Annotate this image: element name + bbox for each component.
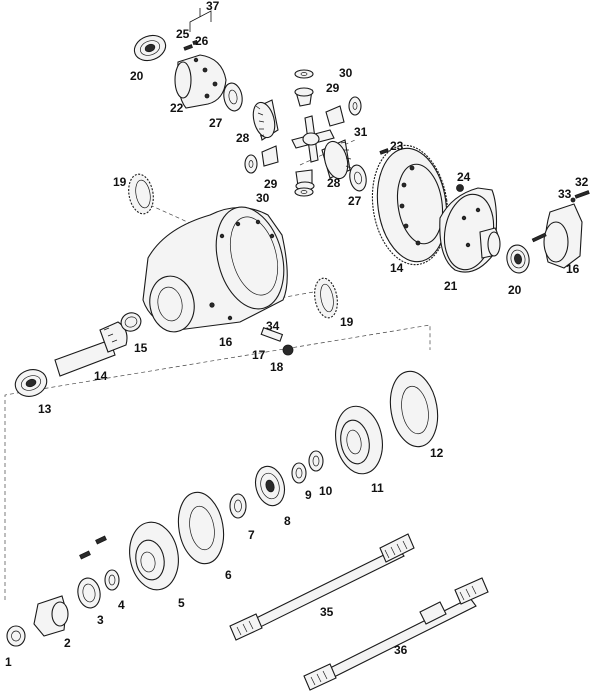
pinion-gear-part-29-top [294,87,314,107]
callout-30-bottom: 30 [256,191,270,205]
ring-part-6 [177,491,225,565]
bolt-parts-32-33 [570,190,590,203]
ring-part-12 [389,370,439,448]
washer-part-9 [291,462,307,484]
pinion-gear-part-29-bottom [295,169,315,191]
callout-24: 24 [457,170,471,184]
callout-34: 34 [266,319,280,333]
callout-33: 33 [558,187,572,201]
nut-part-1 [6,625,26,647]
callout-4: 4 [118,598,125,612]
ring-part-3 [77,577,101,609]
callout-20-top: 20 [130,69,144,83]
stud-part-17 [260,327,284,342]
callout-1: 1 [5,655,12,669]
washer-part-4 [104,569,120,591]
callout-18: 18 [270,360,284,374]
flange-half-case-part-22 [174,54,227,109]
yoke-part-2 [33,535,107,637]
callout-31: 31 [354,125,368,139]
flange-part-11 [335,405,383,475]
callout-32: 32 [575,175,589,189]
crown-ring-gear-part-14 [371,144,449,266]
callout-16-housing: 16 [219,335,233,349]
callout-36: 36 [394,643,408,657]
pinion-shaft-part-14 [54,321,128,377]
ring-nut-part-19-left [128,173,154,215]
callout-21: 21 [444,279,458,293]
side-gear-part-28-right [321,139,352,180]
callout-9: 9 [305,488,312,502]
callout-29-bottom: 29 [264,177,278,191]
callout-labels: 1 2 3 4 5 6 7 8 9 10 11 12 13 14 14 15 1… [5,0,589,669]
washer-part-27-top [223,82,243,112]
thrust-washers-part-30 [244,69,362,197]
callout-25: 25 [176,27,190,41]
spider-cross-part-31 [291,115,335,163]
differential-case-part-21 [439,187,501,273]
callout-28-left: 28 [236,131,250,145]
washer-part-10 [308,450,324,472]
callout-37: 37 [206,0,220,13]
callout-16-cap: 16 [566,262,580,276]
callout-8: 8 [284,514,291,528]
bearing-cap-part-16-right [531,203,583,269]
callout-6: 6 [225,568,232,582]
callout-27-top: 27 [209,116,223,130]
callout-22: 22 [170,101,184,115]
callout-2: 2 [64,636,71,650]
callout-19-right: 19 [340,315,354,329]
callout-26: 26 [195,34,209,48]
callout-29-top: 29 [326,81,340,95]
pin-part-23 [379,148,389,155]
callout-28-right: 28 [327,176,341,190]
flange-part-5 [129,521,179,591]
callout-30-top: 30 [339,66,353,80]
callout-14-crown: 14 [390,261,404,275]
bearing-part-13 [14,369,48,397]
callout-14-pinion: 14 [94,369,108,383]
seal-part-20-right [506,244,530,274]
callout-11: 11 [371,481,384,495]
callout-23: 23 [390,139,404,153]
half-shaft-part-36 [303,577,489,691]
axle-housing-part-16 [142,206,288,333]
callout-35: 35 [320,605,334,619]
callout-7: 7 [248,528,255,542]
callout-27-right: 27 [348,194,362,208]
seal-part-20-top [133,34,167,62]
callout-17: 17 [252,348,266,362]
nut-part-18 [282,344,294,356]
callout-12: 12 [430,446,444,460]
pinion-gears-side [261,105,345,167]
washer-part-7 [229,493,247,519]
pin-parts-25-26 [183,39,199,51]
bolt-part-24 [456,184,464,192]
callout-10: 10 [319,484,333,498]
bearing-part-8 [254,465,286,507]
half-shaft-part-35 [229,533,415,641]
callout-15: 15 [134,341,148,355]
callout-37-bracket [189,8,212,32]
side-gear-part-28-left [252,99,279,141]
callout-20-right: 20 [508,283,522,297]
washer-part-27-right [349,164,367,192]
callout-3: 3 [97,613,104,627]
ring-nut-part-19-right [314,277,338,319]
callout-19-left: 19 [113,175,127,189]
bearing-part-15 [120,312,142,332]
callout-13: 13 [38,402,52,416]
callout-5: 5 [178,596,185,610]
